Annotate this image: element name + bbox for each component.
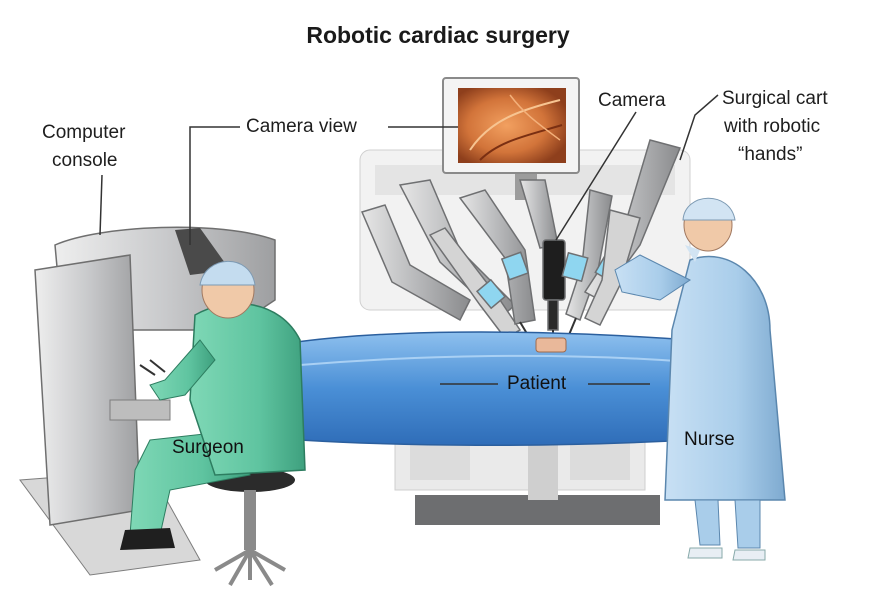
nurse-figure [614, 197, 786, 561]
leader-computer-console [99, 174, 103, 236]
computer-console-label-line2: console [52, 150, 118, 171]
surgical-cart-label-line3: “hands” [738, 144, 803, 165]
leader-camera-view-left [189, 126, 240, 245]
surgeon-figure [120, 260, 306, 550]
leader-lines [99, 94, 719, 385]
surgical-cart-label-line2: with robotic [724, 116, 821, 137]
camera-label: Camera [598, 90, 666, 111]
robotic-arms [360, 139, 682, 343]
surgeon-label: Surgeon [172, 437, 244, 458]
patient-label: Patient [507, 373, 567, 394]
nurse-label: Nurse [684, 429, 735, 450]
camera-view-monitor [442, 77, 580, 200]
leader-surgical-cart [679, 94, 719, 161]
computer-console-label-line1: Computer [42, 122, 126, 143]
leader-camera [555, 111, 637, 241]
camera-view-label: Camera view [246, 116, 357, 137]
surgeon-stool [205, 468, 295, 587]
surgical-cart-label-line1: Surgical cart [722, 88, 828, 109]
patient-table [289, 331, 691, 447]
diagram-title: Robotic cardiac surgery [306, 22, 570, 48]
